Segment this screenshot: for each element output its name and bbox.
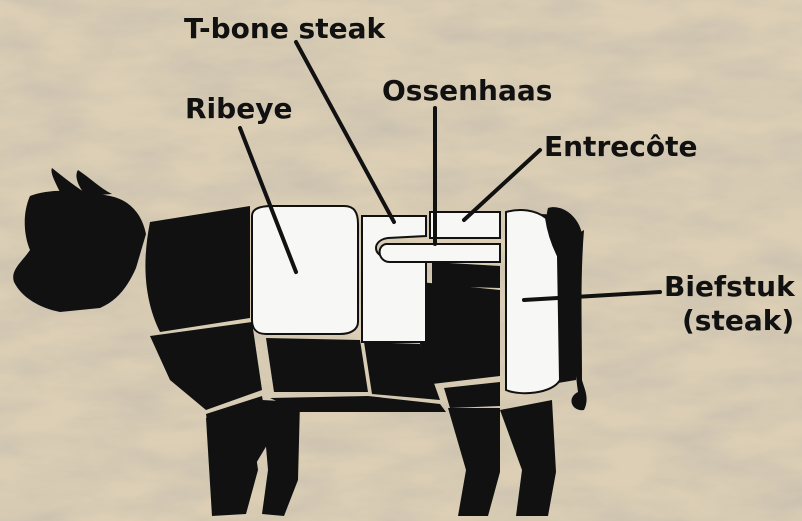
label-biefstuk: Biefstuk [664, 270, 796, 303]
sirloin-dark [420, 282, 500, 384]
top-strip-dark [432, 262, 500, 288]
entrecote-cut [430, 212, 500, 238]
label-tbone: T-bone steak [184, 12, 386, 45]
ribeye-cut [252, 206, 358, 334]
short-plate [266, 338, 368, 392]
label-ribeye: Ribeye [185, 92, 292, 125]
tbone-cut [362, 216, 426, 342]
label-ossenhaas: Ossenhaas [382, 74, 552, 107]
label-entrecote: Entrecôte [544, 130, 697, 163]
neck [145, 206, 250, 332]
ossenhaas-cut [380, 244, 500, 262]
label-biefstuk-sub: (steak) [682, 304, 794, 337]
